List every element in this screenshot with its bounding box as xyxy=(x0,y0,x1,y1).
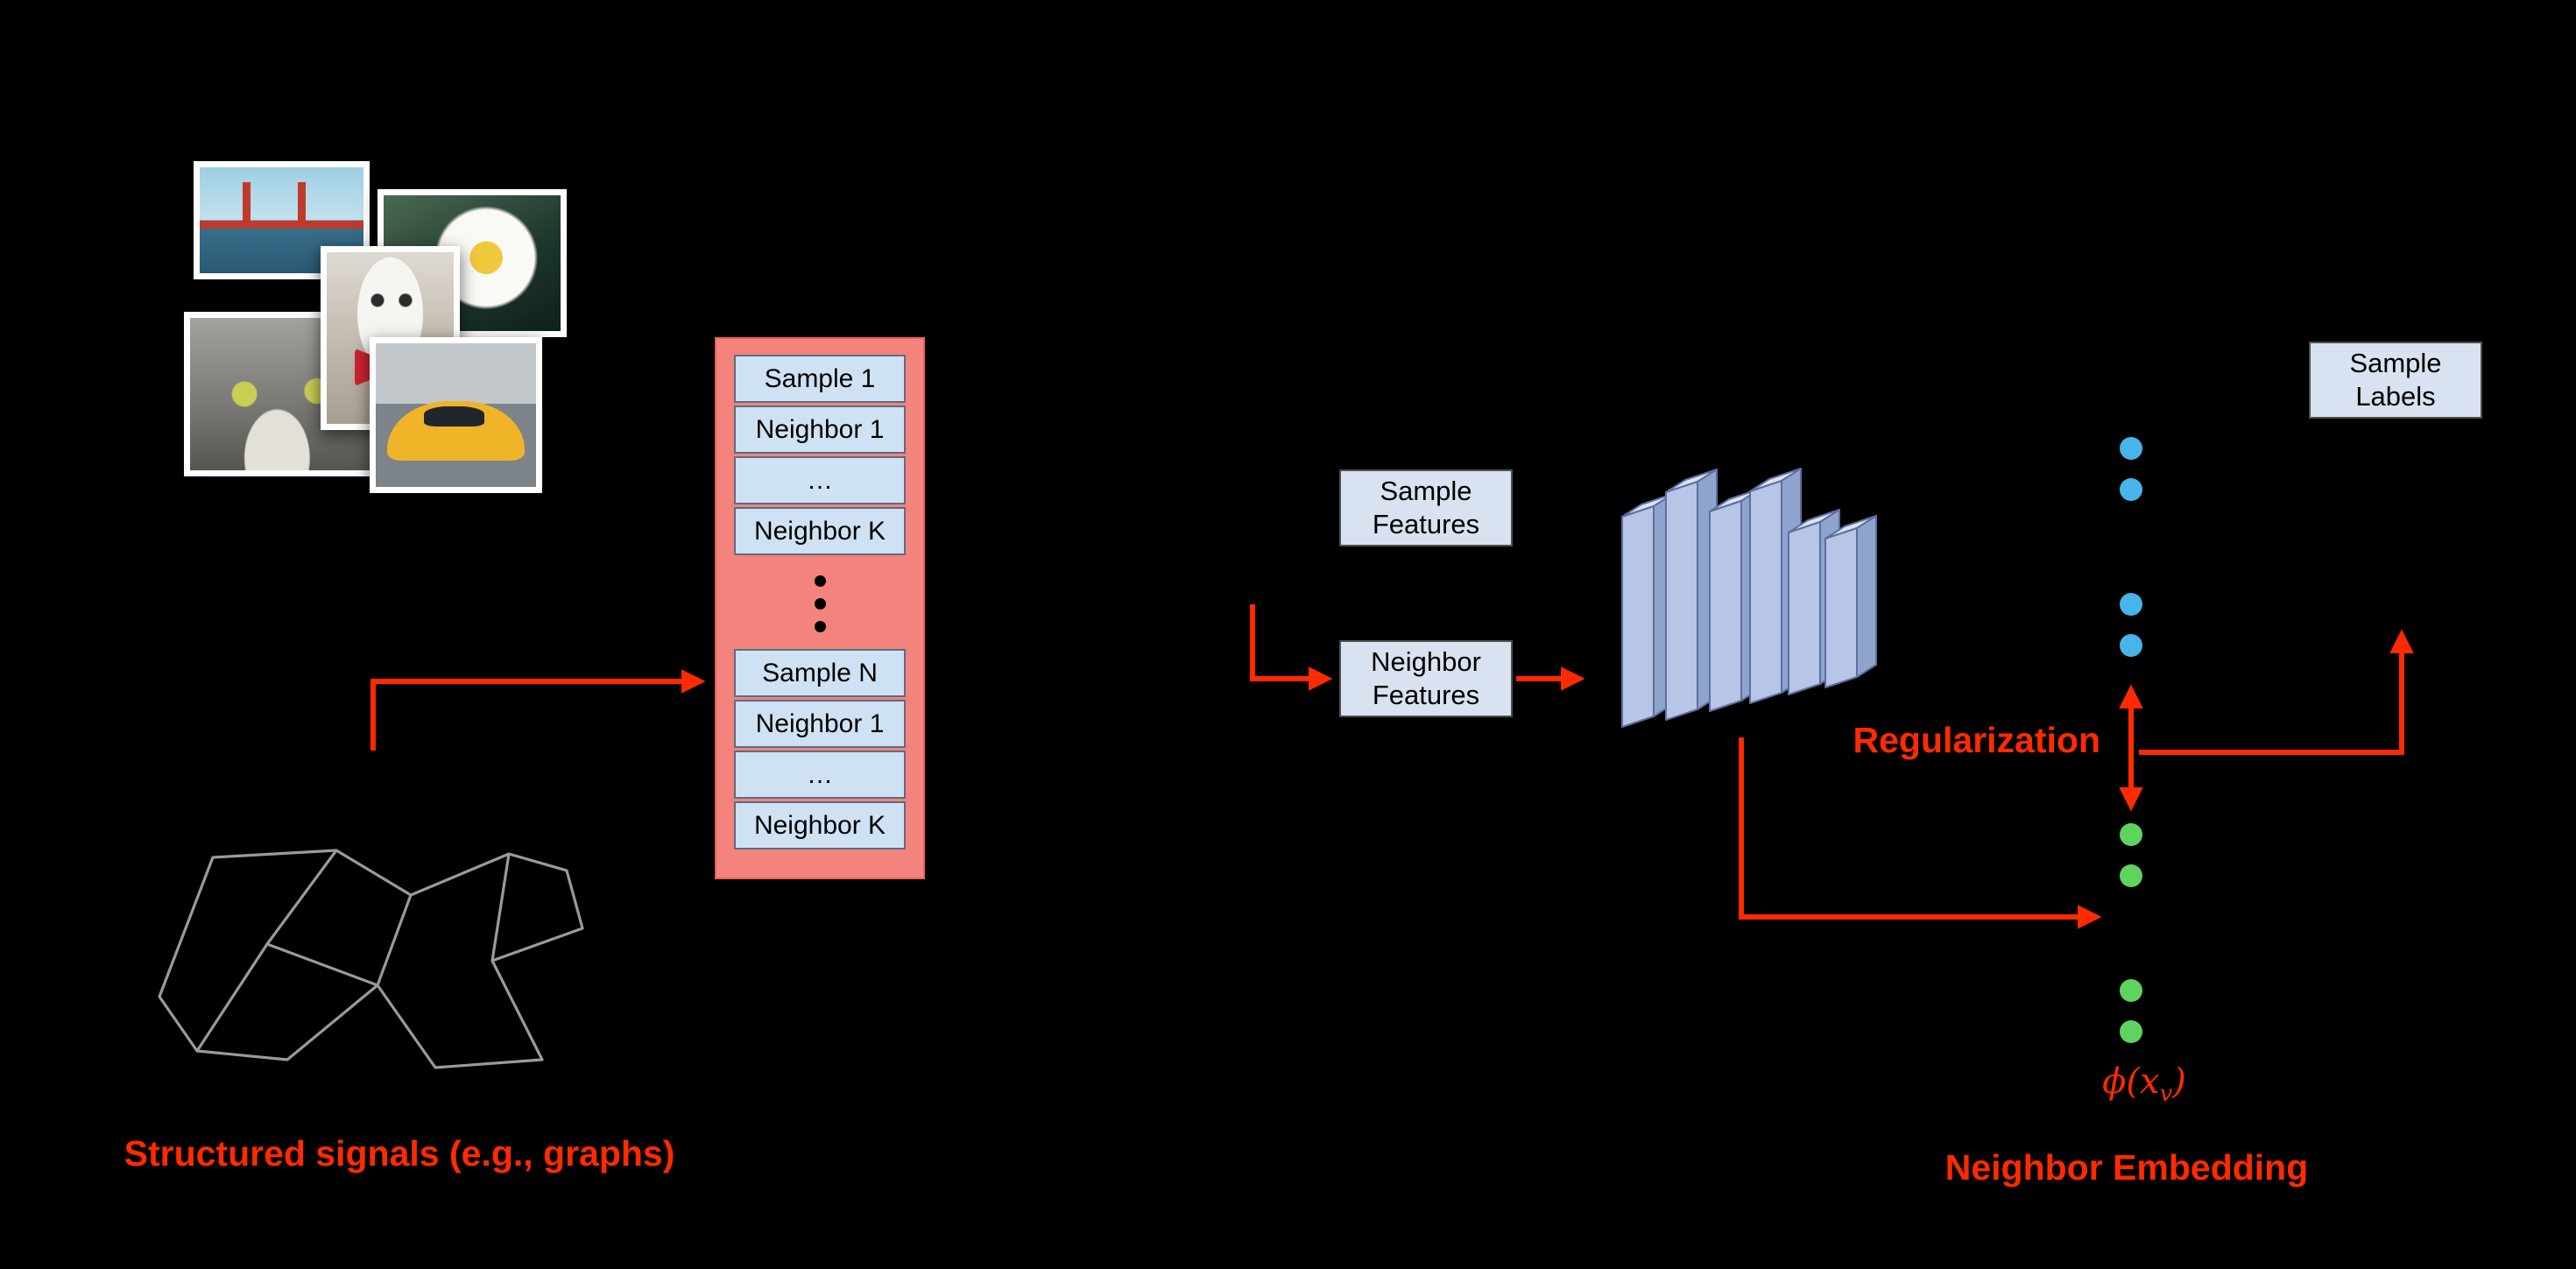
batch-row-sample-1: Sample 1 xyxy=(734,355,906,403)
sample-features-line2: Features xyxy=(1372,509,1480,539)
dot xyxy=(814,620,826,632)
nn-layer xyxy=(1709,488,1761,712)
neighbor-features-line1: Neighbor xyxy=(1371,646,1481,677)
dot xyxy=(814,597,826,610)
arrow-embedding-to-labels xyxy=(2139,629,2414,755)
arrow-to-neighbor-features xyxy=(1250,604,1333,691)
sample-labels-line1: Sample xyxy=(2349,348,2442,378)
sample-labels-line2: Labels xyxy=(2355,381,2436,412)
regularization-label: Regularization xyxy=(1853,720,2100,760)
batch-row-sample-n: Sample N xyxy=(734,649,906,697)
arrow-nn-to-neighbor-embedding xyxy=(1739,737,2102,929)
training-batch-box: Sample 1 Neighbor 1 … Neighbor K Sample … xyxy=(715,337,925,879)
bridge-tower xyxy=(242,181,251,229)
dot xyxy=(814,575,826,587)
batch-row-ellipsis: … xyxy=(734,456,906,504)
nn-layer xyxy=(1788,509,1840,695)
bridge-deck xyxy=(200,220,363,229)
phi-post: ) xyxy=(2172,1061,2186,1102)
batch-ellipsis-dots xyxy=(734,558,906,649)
sample-features-box: Sample Features xyxy=(1339,469,1513,546)
sample-embedding-dots-blue xyxy=(2120,437,2142,657)
car-windshield xyxy=(423,406,485,427)
sample-features-line1: Sample xyxy=(1380,476,1472,506)
nn-layer xyxy=(1621,493,1674,728)
phi-pre: ϕ(x xyxy=(2102,1061,2160,1102)
car-photo-content xyxy=(376,343,536,487)
batch-row-neighbor-1: Neighbor 1 xyxy=(734,700,906,748)
nn-layer xyxy=(1824,515,1877,688)
neighbor-features-box: Neighbor Features xyxy=(1339,640,1513,717)
phi-sub: v xyxy=(2159,1081,2173,1107)
structured-signals-label: Structured signals (e.g., graphs) xyxy=(124,1133,675,1174)
sample-image-car xyxy=(370,337,542,493)
neighbor-embedding-dots-green xyxy=(2120,823,2142,1043)
nn-layer xyxy=(1749,468,1802,704)
embedding-function-label: ϕ(xv) xyxy=(2102,1061,2186,1107)
neighbor-embedding-label: Neighbor Embedding xyxy=(1944,1147,2309,1188)
arrow-structure-to-batch xyxy=(371,669,706,751)
batch-row-neighbor-k: Neighbor K xyxy=(734,801,906,850)
batch-row-neighbor-1: Neighbor 1 xyxy=(734,405,906,454)
sample-labels-box: Sample Labels xyxy=(2309,342,2482,419)
structured-graph-illustration xyxy=(158,849,584,1069)
batch-row-neighbor-k: Neighbor K xyxy=(734,507,906,555)
neural-network-illustration xyxy=(1621,468,1877,728)
batch-row-ellipsis: … xyxy=(734,751,906,799)
bridge-tower xyxy=(298,181,307,229)
neighbor-features-line2: Features xyxy=(1372,680,1480,710)
nn-layer xyxy=(1665,469,1718,721)
